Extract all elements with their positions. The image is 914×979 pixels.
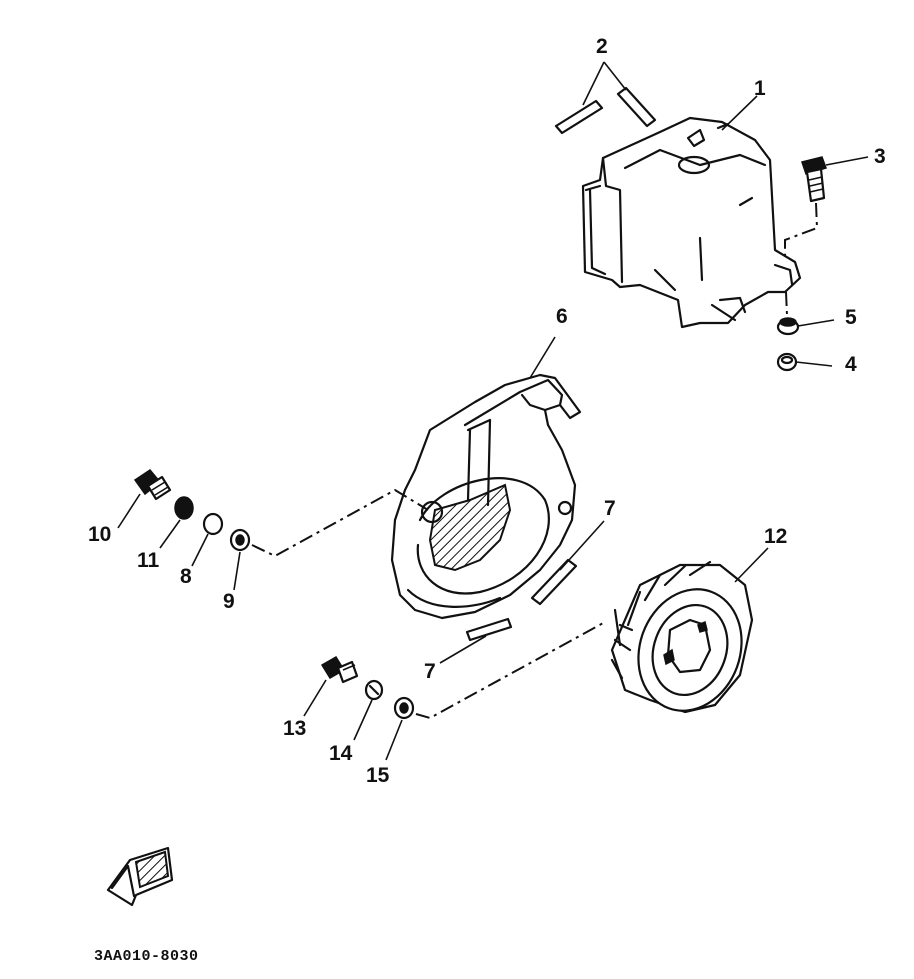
drawing-code: 3AA010-8030 <box>94 948 199 965</box>
callout-8: 8 <box>180 565 192 588</box>
callout-5: 5 <box>845 306 857 329</box>
part-12-flywheel <box>610 547 769 714</box>
callout-15: 15 <box>366 764 390 787</box>
callout-7-upper: 7 <box>604 497 616 520</box>
callout-1: 1 <box>754 77 766 100</box>
part-8-spacer <box>191 512 224 567</box>
callout-12: 12 <box>764 525 788 548</box>
part-9-nut <box>229 488 429 591</box>
part-4-collar <box>776 352 833 372</box>
callout-2: 2 <box>596 35 608 58</box>
part-3-bolt <box>784 156 869 260</box>
part-2-pins <box>554 61 657 135</box>
part-6-fan-housing <box>390 336 582 620</box>
callout-11: 11 <box>137 549 160 572</box>
part-1-shroud <box>581 95 802 329</box>
part-10-bolt <box>117 469 172 529</box>
callout-13: 13 <box>283 717 307 740</box>
callout-10: 10 <box>88 523 112 546</box>
callout-4: 4 <box>845 353 857 376</box>
part-5-grommet <box>776 291 835 336</box>
part-7-keys <box>439 520 605 664</box>
part-15-nut <box>385 621 606 761</box>
front-direction-icon <box>106 846 174 907</box>
callout-14: 14 <box>329 742 353 765</box>
callout-7-lower: 7 <box>424 660 436 683</box>
part-14-washer <box>353 679 384 741</box>
part-11-washer <box>159 496 194 549</box>
callout-9: 9 <box>223 590 235 613</box>
callout-3: 3 <box>874 145 886 168</box>
callout-6: 6 <box>556 305 568 328</box>
part-13-bolt <box>303 655 359 717</box>
